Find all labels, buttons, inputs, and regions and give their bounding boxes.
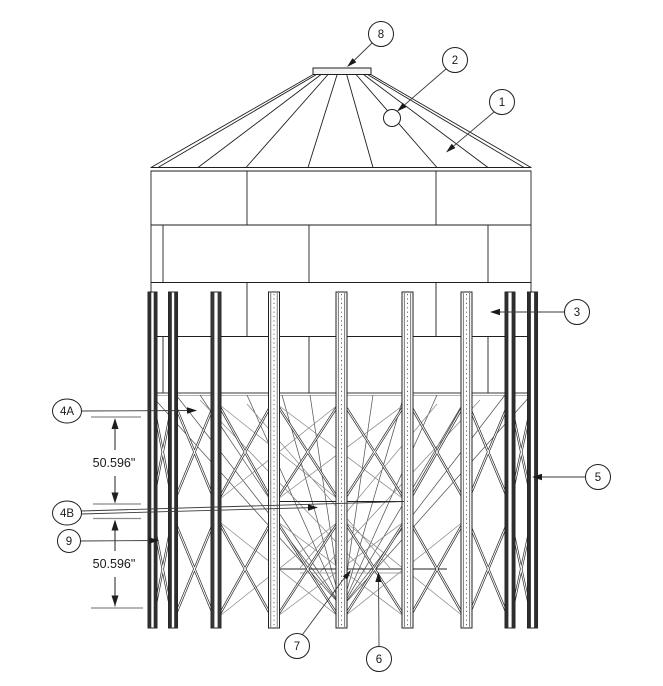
callout-9: 9 <box>57 529 81 553</box>
svg-text:8: 8 <box>378 29 384 41</box>
callout-5: 5 <box>585 464 611 490</box>
svg-text:7: 7 <box>294 641 300 653</box>
dimension-lower: 50.596" <box>93 519 136 607</box>
callout-4b: 4B <box>52 500 82 526</box>
svg-text:4B: 4B <box>60 508 74 520</box>
leg <box>527 291 538 629</box>
leg <box>168 291 178 629</box>
leg <box>147 291 158 629</box>
x-bracing <box>151 399 534 622</box>
leg <box>335 291 348 629</box>
svg-text:2: 2 <box>452 55 458 67</box>
dimension-upper-label: 50.596" <box>93 456 136 470</box>
leg <box>504 291 516 629</box>
callout-6: 6 <box>366 646 392 672</box>
svg-text:5: 5 <box>595 472 601 484</box>
callout-3: 3 <box>564 299 590 325</box>
callout-7: 7 <box>284 633 310 659</box>
leg <box>460 291 473 629</box>
roof <box>150 73 532 172</box>
roof-vent-circle <box>383 109 401 127</box>
svg-text:3: 3 <box>574 307 580 319</box>
svg-text:6: 6 <box>376 654 382 666</box>
dimension-ticks <box>91 416 143 609</box>
leg <box>210 291 222 629</box>
callout-2: 2 <box>442 47 468 73</box>
callout-4a: 4A <box>52 398 82 424</box>
callout-balloons: 8 2 1 3 5 4A 4B 9 <box>52 21 611 672</box>
legs <box>147 291 538 629</box>
leg <box>268 291 280 629</box>
callout-arrowheads <box>149 58 542 582</box>
svg-text:4A: 4A <box>60 406 74 418</box>
svg-text:9: 9 <box>66 536 72 548</box>
callout-8: 8 <box>368 21 394 47</box>
roof-cap <box>312 67 372 75</box>
dimension-upper: 50.596" <box>93 418 136 504</box>
svg-text:1: 1 <box>499 97 505 109</box>
callout-1: 1 <box>489 89 515 115</box>
dimension-lower-label: 50.596" <box>93 557 136 571</box>
leg <box>401 291 414 629</box>
